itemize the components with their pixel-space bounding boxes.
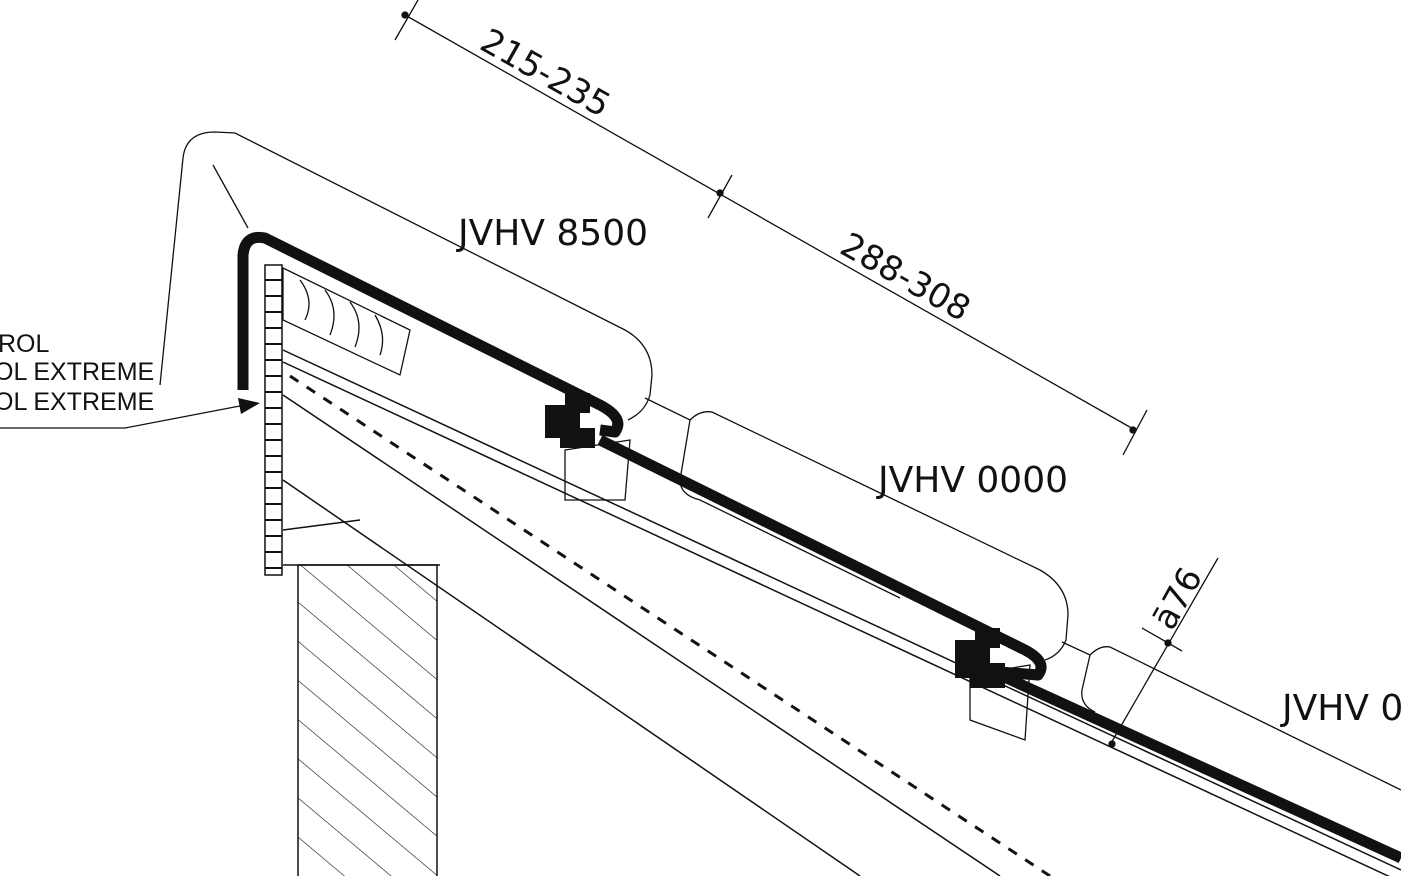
rafter-lines [282, 349, 1401, 876]
side-note-line-1: ROL [0, 330, 50, 358]
overlap-dimension-line [1108, 557, 1219, 748]
dimension-upper: 215-235 [474, 21, 617, 126]
side-note-line-2: OL EXTREME [0, 358, 154, 386]
tile-profile-1 [597, 435, 1047, 681]
side-note-line-3: OL EXTREME [0, 388, 154, 416]
clip-1 [545, 393, 595, 448]
tile-outline-1 [644, 397, 1069, 661]
tile-outline-2 [1061, 641, 1401, 791]
side-note-arrow [0, 398, 260, 429]
label-tile-2: JVHV 0 [1280, 688, 1401, 729]
wall-section [297, 564, 438, 876]
ridge-cap-outline [159, 131, 653, 421]
ridge-cap-profile [237, 231, 624, 438]
dimension-line [394, 0, 1148, 456]
dimension-overlap: ā76 [1145, 561, 1211, 636]
dimension-lower: 288-308 [834, 225, 977, 330]
ridge-batten [282, 266, 411, 376]
tile-profile-2 [997, 669, 1401, 864]
label-ridge-tile: JVHV 8500 [456, 213, 648, 254]
label-tile-1: JVHV 0000 [876, 460, 1068, 501]
fascia-board [264, 264, 283, 576]
clip-2 [955, 628, 1005, 688]
